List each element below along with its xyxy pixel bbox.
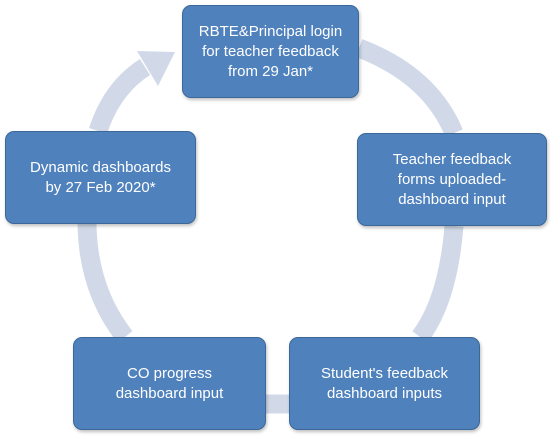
step-node-student-feedback: Student's feedback dashboard inputs	[289, 337, 480, 430]
cycle-arrowhead-icon	[137, 51, 175, 86]
connector-arc-5	[88, 58, 151, 135]
connector-arc-1	[355, 39, 463, 137]
step-node-dynamic-dashboards: Dynamic dashboards by 27 Feb 2020*	[5, 131, 196, 224]
connector-arc-2	[412, 225, 464, 343]
connector-arc-4	[77, 223, 133, 343]
step-node-teacher-forms: Teacher feedback forms uploaded- dashboa…	[357, 133, 547, 226]
step-node-co-progress: CO progress dashboard input	[73, 337, 266, 430]
step-node-login: RBTE&Principal login for teacher feedbac…	[182, 5, 359, 98]
